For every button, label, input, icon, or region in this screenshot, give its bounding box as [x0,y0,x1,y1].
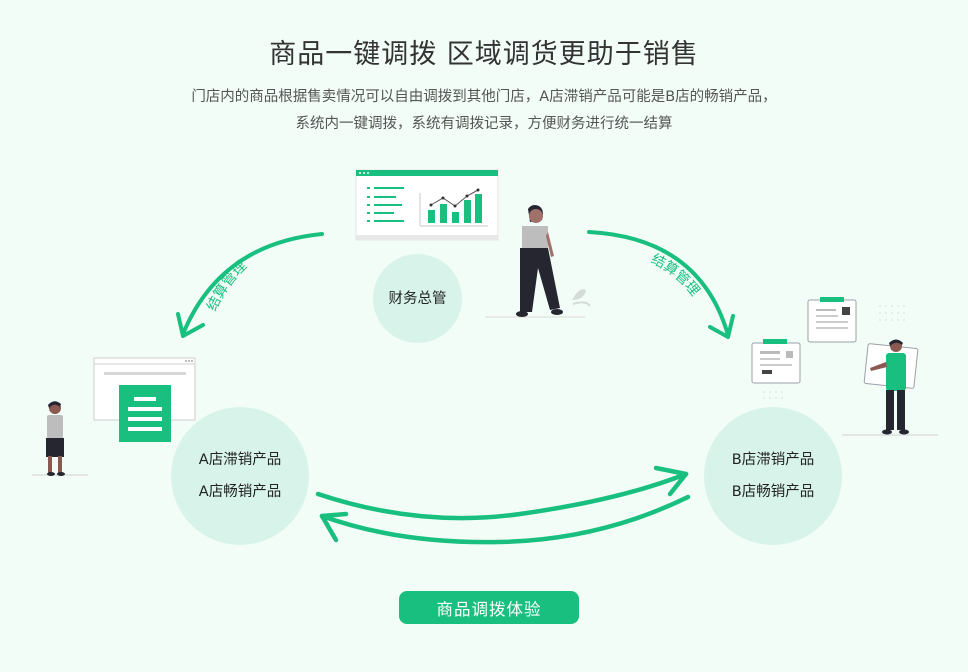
documents-illustration [751,297,905,399]
left-settlement-arrow [176,232,324,338]
subtitle-line-2: 系统内一键调拨，系统有调拨记录，方便财务进行统一结算 [295,116,673,132]
finance-manager-label: 财务总管 [388,290,447,307]
subtitle-line-1: 门店内的商品根据售卖情况可以自由调拨到其他门店，A店滞销产品可能是B店的畅销产品… [191,89,777,105]
man-figure-left [32,401,88,476]
page-subtitle: 门店内的商品根据售卖情况可以自由调拨到其他门店，A店滞销产品可能是B店的畅销产品… [0,84,968,138]
finance-manager-node: 财务总管 [373,254,462,343]
right-settlement-arrow [587,230,735,339]
page-title: 商品一键调拨 区域调货更助于销售 [269,39,699,70]
dashboard-illustration [355,169,499,241]
store-a-hot-label: A店畅销产品 [198,484,282,500]
browser-illustration [93,357,196,442]
store-a-slow-label: A店滞销产品 [198,452,282,468]
store-a-node: A店滞销产品 A店畅销产品 [171,407,309,545]
store-b-slow-label: B店滞销产品 [731,452,815,468]
store-b-node: B店滞销产品 B店畅销产品 [704,407,842,545]
transfer-experience-button[interactable]: 商品调拨体验 [399,591,579,624]
transfer-arrows [315,465,691,545]
man-figure-right [842,339,938,436]
store-b-hot-label: B店畅销产品 [731,484,815,500]
woman-figure [485,205,591,318]
